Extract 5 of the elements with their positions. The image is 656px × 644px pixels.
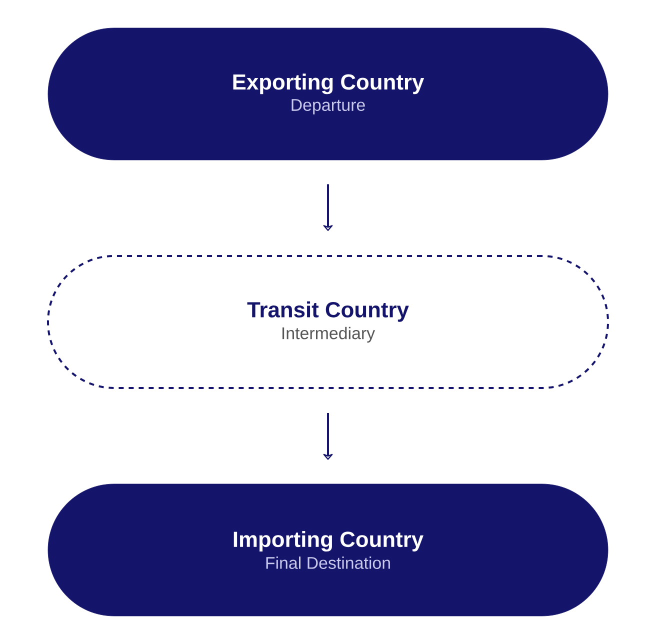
country-pill: Exporting Country Departure [48,28,608,160]
arrow [323,184,333,231]
country-pill: Importing Country Final Destination [48,484,608,616]
country-pill: Transit Country Intermediary [47,255,609,389]
arrow [323,413,333,460]
